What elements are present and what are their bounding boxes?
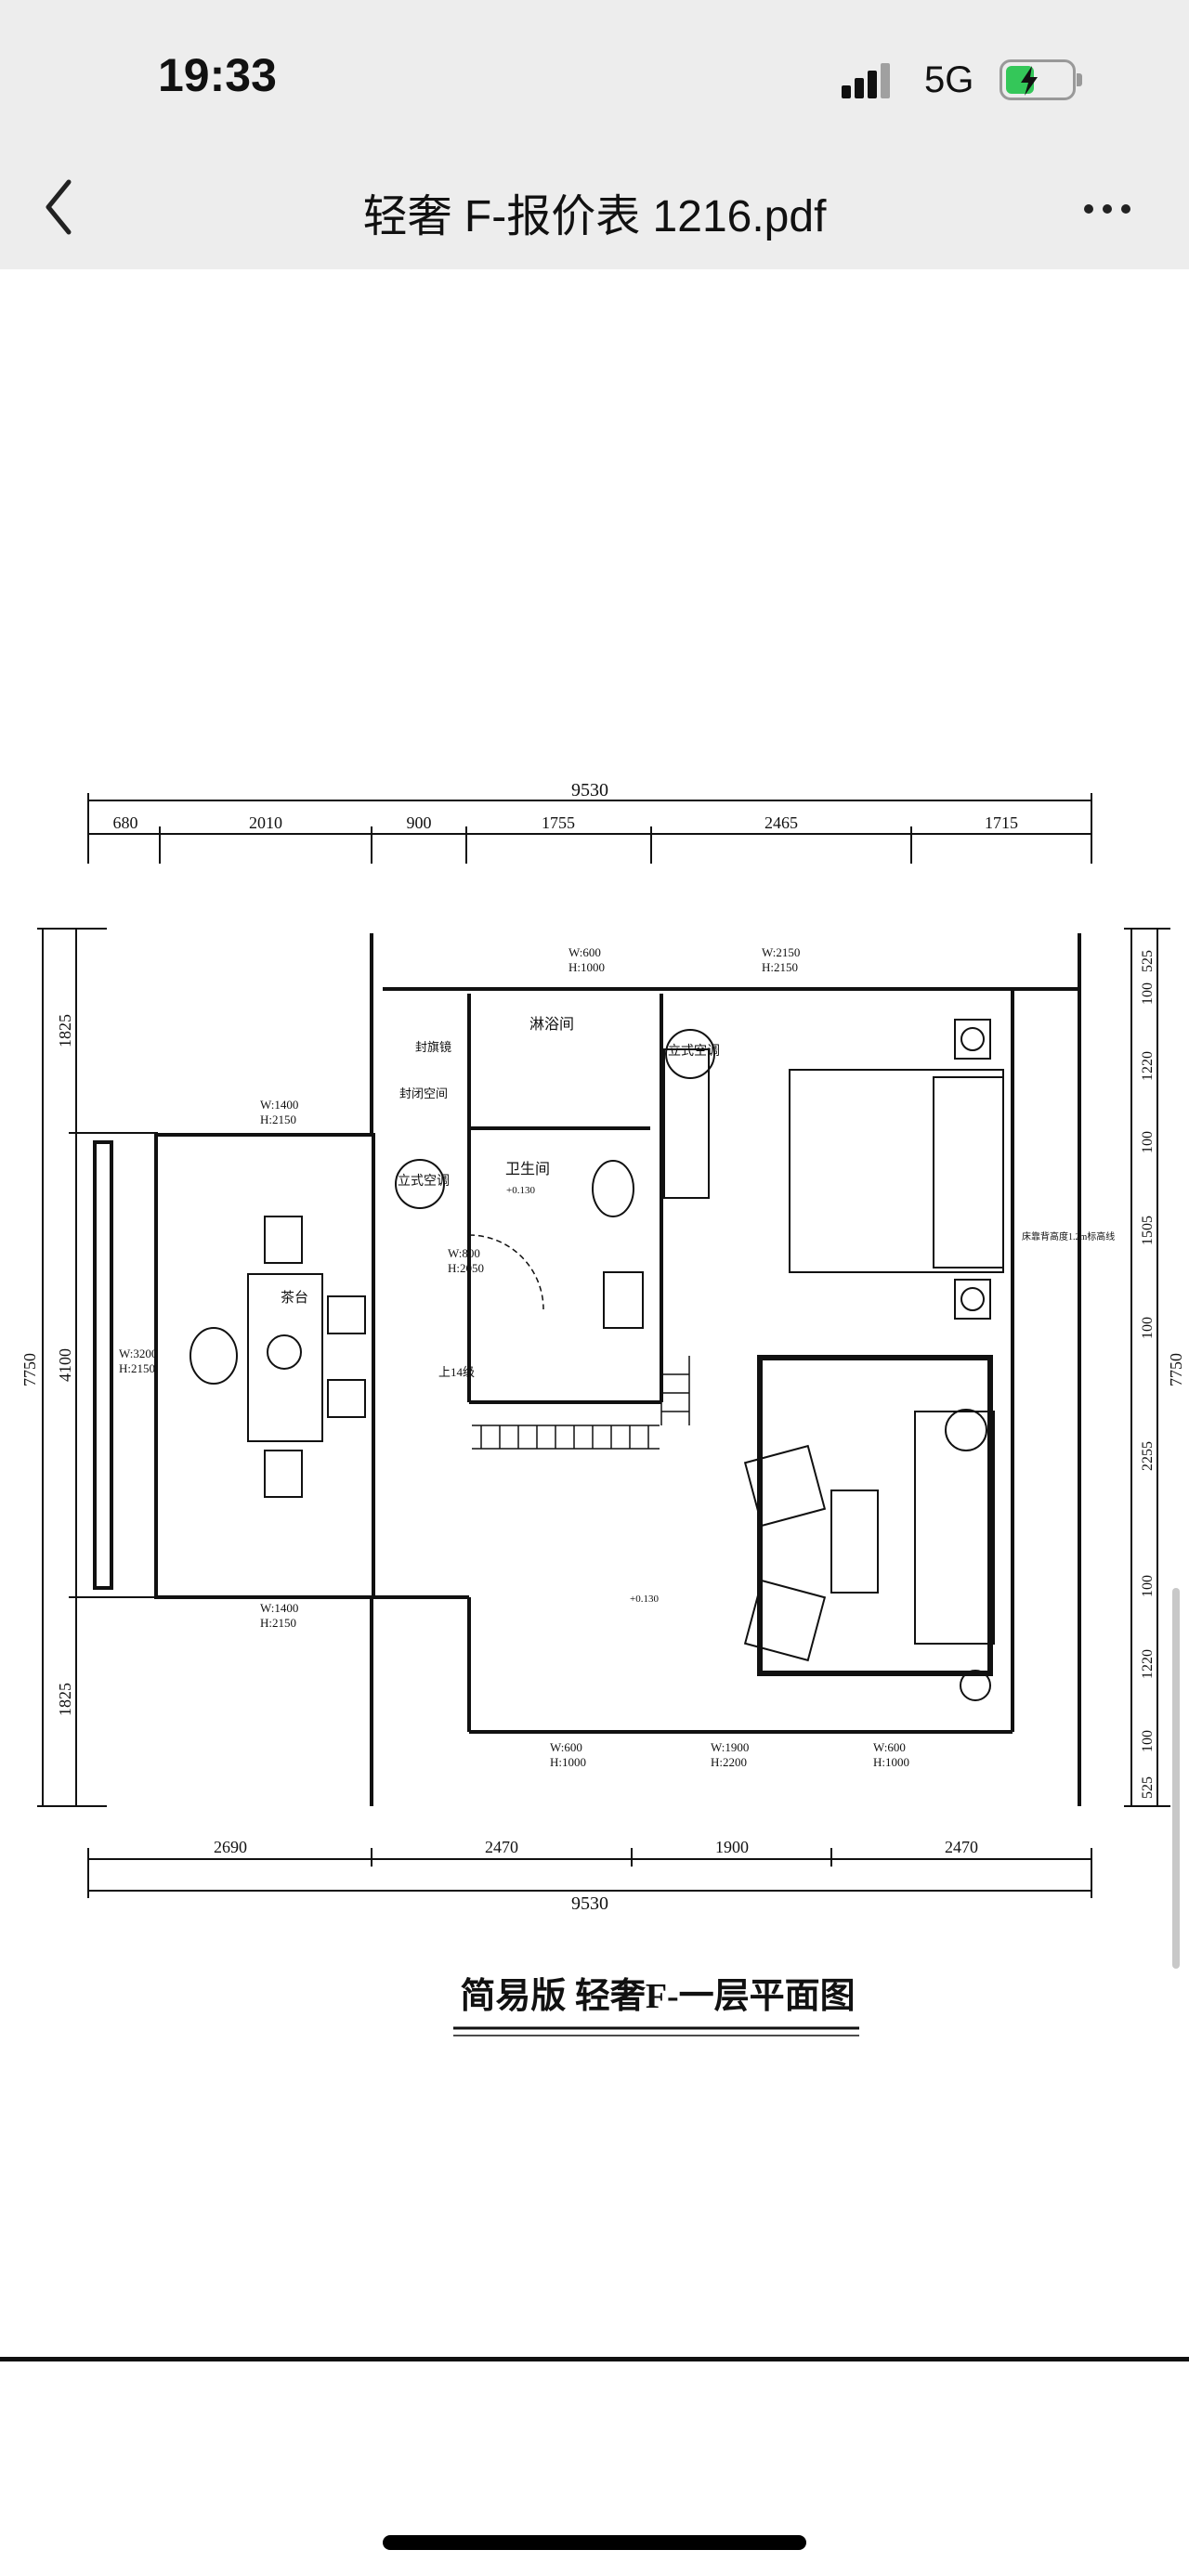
win-left-top-w: W:1400 [260, 1098, 298, 1112]
dim-left-1: 4100 [56, 1348, 74, 1382]
dim-top-2: 900 [407, 813, 432, 832]
dim-bottom-1: 2470 [485, 1838, 518, 1856]
dim-right-5: 100 [1140, 1317, 1156, 1339]
room-storage-mirror: 封旗镜 [415, 1040, 451, 1054]
back-icon[interactable] [37, 175, 84, 240]
level-living: +0.130 [630, 1594, 659, 1605]
network-label: 5G [924, 59, 974, 100]
dim-left-2: 1825 [56, 1683, 74, 1716]
win-top-bed-w: W:2150 [762, 945, 800, 959]
win-top-shower-w: W:600 [568, 945, 601, 959]
dim-top-total: 9530 [571, 780, 608, 800]
win-bottom-3-h: H:1000 [873, 1755, 909, 1769]
battery-icon [1000, 59, 1082, 100]
top-bar: 19:33 5G 轻奢 F-报价表 1216.pdf [0, 0, 1189, 269]
dim-right-0: 525 [1140, 950, 1156, 972]
door-bath-w: W:800 [448, 1246, 480, 1260]
page-separator [0, 2357, 1189, 2361]
plan-caption: 简易版 轻奢F-一层平面图 [460, 1977, 855, 2016]
dim-right-7: 100 [1140, 1575, 1156, 1597]
dim-bottom-0: 2690 [214, 1838, 247, 1856]
dim-left-0: 1825 [56, 1014, 74, 1047]
room-shower: 淋浴间 [529, 1016, 574, 1033]
dim-bottom-2: 1900 [715, 1838, 749, 1856]
level-bath: +0.130 [506, 1185, 535, 1196]
ac-right-label: 立式空调 [668, 1044, 720, 1059]
dim-right-total: 7750 [1167, 1353, 1185, 1386]
win-bottom-2-h: H:2200 [711, 1755, 747, 1769]
dim-top-1: 2010 [249, 813, 282, 832]
dim-right-4: 1505 [1140, 1216, 1156, 1245]
room-toilet: 卫生间 [505, 1161, 550, 1177]
dim-left-total: 7750 [20, 1353, 39, 1386]
win-bottom-3-w: W:600 [873, 1740, 906, 1754]
floor-plan-drawing: 9530 680 2010 900 1755 2465 1715 2690 24… [20, 780, 1185, 2036]
win-left-bottom-h: H:2150 [260, 1616, 296, 1630]
signal-icon [842, 63, 903, 98]
document-title: 轻奢 F-报价表 1216.pdf [362, 192, 827, 241]
dim-top-3: 1755 [542, 813, 575, 832]
win-bottom-1-h: H:1000 [550, 1755, 586, 1769]
dim-top-5: 1715 [985, 813, 1018, 832]
ac-left-label: 立式空调 [398, 1174, 450, 1189]
dim-right-2: 1220 [1140, 1051, 1156, 1081]
room-storage-space: 封闭空间 [399, 1086, 448, 1100]
win-bottom-1-w: W:600 [550, 1740, 582, 1754]
dim-right-8: 1220 [1140, 1649, 1156, 1679]
win-left-side-h: H:2150 [119, 1361, 155, 1375]
win-left-top-h: H:2150 [260, 1112, 296, 1126]
more-icon[interactable] [1079, 186, 1135, 232]
dim-right-3: 100 [1140, 1131, 1156, 1153]
dim-right-10: 525 [1140, 1776, 1156, 1799]
home-indicator[interactable] [383, 2535, 806, 2550]
door-bath-h: H:2050 [448, 1261, 484, 1275]
stairs-label: 上14级 [438, 1365, 475, 1379]
status-time: 19:33 [158, 49, 277, 101]
win-top-bed-h: H:2150 [762, 960, 798, 974]
room-tea-table: 茶台 [281, 1290, 308, 1306]
win-left-side-w: W:3200 [119, 1347, 157, 1360]
dim-right-1: 100 [1140, 982, 1156, 1005]
win-left-bottom-w: W:1400 [260, 1601, 298, 1615]
dim-top-0: 680 [113, 813, 138, 832]
dim-top-4: 2465 [764, 813, 798, 832]
scrollbar[interactable] [1172, 1588, 1180, 1969]
dim-right-9: 100 [1140, 1730, 1156, 1752]
win-bottom-2-w: W:1900 [711, 1740, 749, 1754]
side-note: 床靠背高度1.2m标高线 [1022, 1230, 1115, 1242]
win-top-shower-h: H:1000 [568, 960, 605, 974]
dim-bottom-3: 2470 [945, 1838, 978, 1856]
dim-right-6: 2255 [1140, 1441, 1156, 1471]
dim-bottom-total: 9530 [571, 1893, 608, 1914]
